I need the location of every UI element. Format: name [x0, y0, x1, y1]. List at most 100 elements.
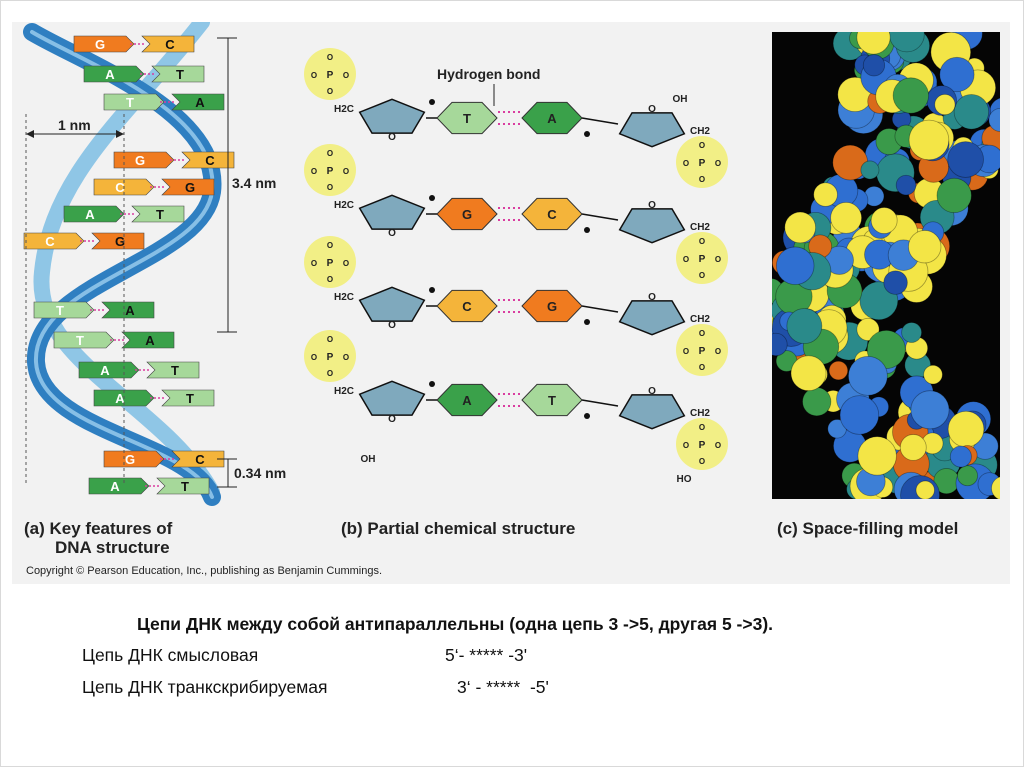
oxygen-atom: O: [699, 423, 705, 432]
oxygen-atom: O: [683, 159, 689, 168]
atom-sphere: [888, 32, 925, 53]
atom-sphere: [923, 364, 943, 385]
ring-oxygen: O: [648, 104, 656, 115]
atom-sphere: [786, 308, 823, 344]
base-T: [103, 93, 165, 111]
atom-sphere: [802, 387, 832, 417]
base-letter: C: [115, 180, 125, 195]
oxygen-atom: O: [683, 255, 689, 264]
atom-sphere: [949, 445, 972, 468]
base-letter: C: [205, 153, 215, 168]
atom-sphere: [856, 32, 891, 55]
atom-sphere: [908, 119, 950, 161]
oxygen-atom: O: [311, 259, 317, 268]
caption-b: (b) Partial chemical structure: [341, 519, 575, 538]
base-T: [161, 389, 215, 407]
base-T: [156, 477, 210, 495]
base-T: [53, 331, 115, 349]
antiparallel-heading: Цепи ДНК между собой антипараллельны (од…: [137, 614, 774, 634]
base-letter: T: [76, 333, 84, 348]
base-letter: A: [195, 95, 205, 110]
atom-sphere: [813, 182, 838, 207]
base-letter: G: [462, 207, 472, 222]
oxygen-atom: O: [327, 241, 333, 250]
methylene: CH2: [690, 314, 710, 325]
base-A: [121, 331, 175, 349]
copyright-notice: Copyright © Pearson Education, Inc., pub…: [26, 565, 383, 577]
panel-c-space-filling: (c) Space-filling model: [772, 32, 1000, 538]
atom-sphere: [988, 107, 1000, 132]
base-letter: A: [462, 393, 472, 408]
hydroxyl-bottom: OH: [361, 454, 376, 465]
atom-sphere: [899, 434, 927, 461]
base-C: [23, 232, 85, 250]
oxygen-atom: O: [343, 353, 349, 362]
oxygen-atom: O: [699, 329, 705, 338]
oxygen-atom: O: [343, 167, 349, 176]
atom-sphere: [775, 246, 815, 285]
base-letter: C: [462, 299, 472, 314]
atom-sphere: [957, 465, 978, 487]
atom-sphere: [939, 56, 975, 93]
ring-oxygen: O: [388, 132, 396, 143]
atom-sphere: [910, 390, 950, 430]
oxygen-atom: O: [683, 441, 689, 450]
base-letter: T: [181, 479, 189, 494]
sugar-right: O CH2: [618, 386, 710, 430]
methylene: CH2: [690, 408, 710, 419]
methylene: CH2: [690, 222, 710, 233]
base-letter: C: [547, 207, 557, 222]
base-A: [88, 477, 150, 495]
atom-sphere: [947, 410, 985, 448]
base-letter: T: [56, 303, 64, 318]
base-left-A: A: [436, 383, 498, 417]
oxygen-atom: O: [715, 441, 721, 450]
atom-sphere: [892, 77, 929, 114]
atom-sphere: [848, 356, 888, 396]
atom-sphere: [828, 360, 849, 381]
base-letter: A: [115, 391, 125, 406]
base-right-G: G: [521, 289, 583, 323]
base-letter: T: [156, 207, 164, 222]
atom-sphere: [784, 211, 816, 244]
oxygen-atom: O: [327, 335, 333, 344]
base-T: [146, 361, 200, 379]
template-strand-label: Цепь ДНК транкскрибируемая: [82, 677, 328, 697]
phosphate-atom: P: [699, 440, 706, 451]
atom-sphere: [991, 476, 1000, 499]
sense-strand-value: 5‘- ***** -3': [445, 645, 528, 665]
ring-oxygen: O: [388, 414, 396, 425]
base-letter: A: [145, 333, 155, 348]
phosphate-atom: P: [699, 254, 706, 265]
sugar-left: O H2C: [334, 98, 426, 143]
base-letter: A: [125, 303, 135, 318]
base-letter: G: [185, 180, 195, 195]
hydroxyl-terminal: HO: [677, 474, 692, 485]
methylene: H2C: [334, 386, 354, 397]
base-G: [113, 151, 175, 169]
label-1nm: 1 nm: [58, 117, 91, 133]
ring-oxygen: O: [388, 228, 396, 239]
phosphate-atom: P: [327, 352, 334, 363]
methylene: H2C: [334, 104, 354, 115]
base-T: [33, 301, 95, 319]
base-letter: G: [115, 234, 125, 249]
base-letter: T: [126, 95, 134, 110]
base-left-C: C: [436, 289, 498, 323]
oxygen-atom: O: [311, 71, 317, 80]
phosphate-atom: P: [699, 346, 706, 357]
